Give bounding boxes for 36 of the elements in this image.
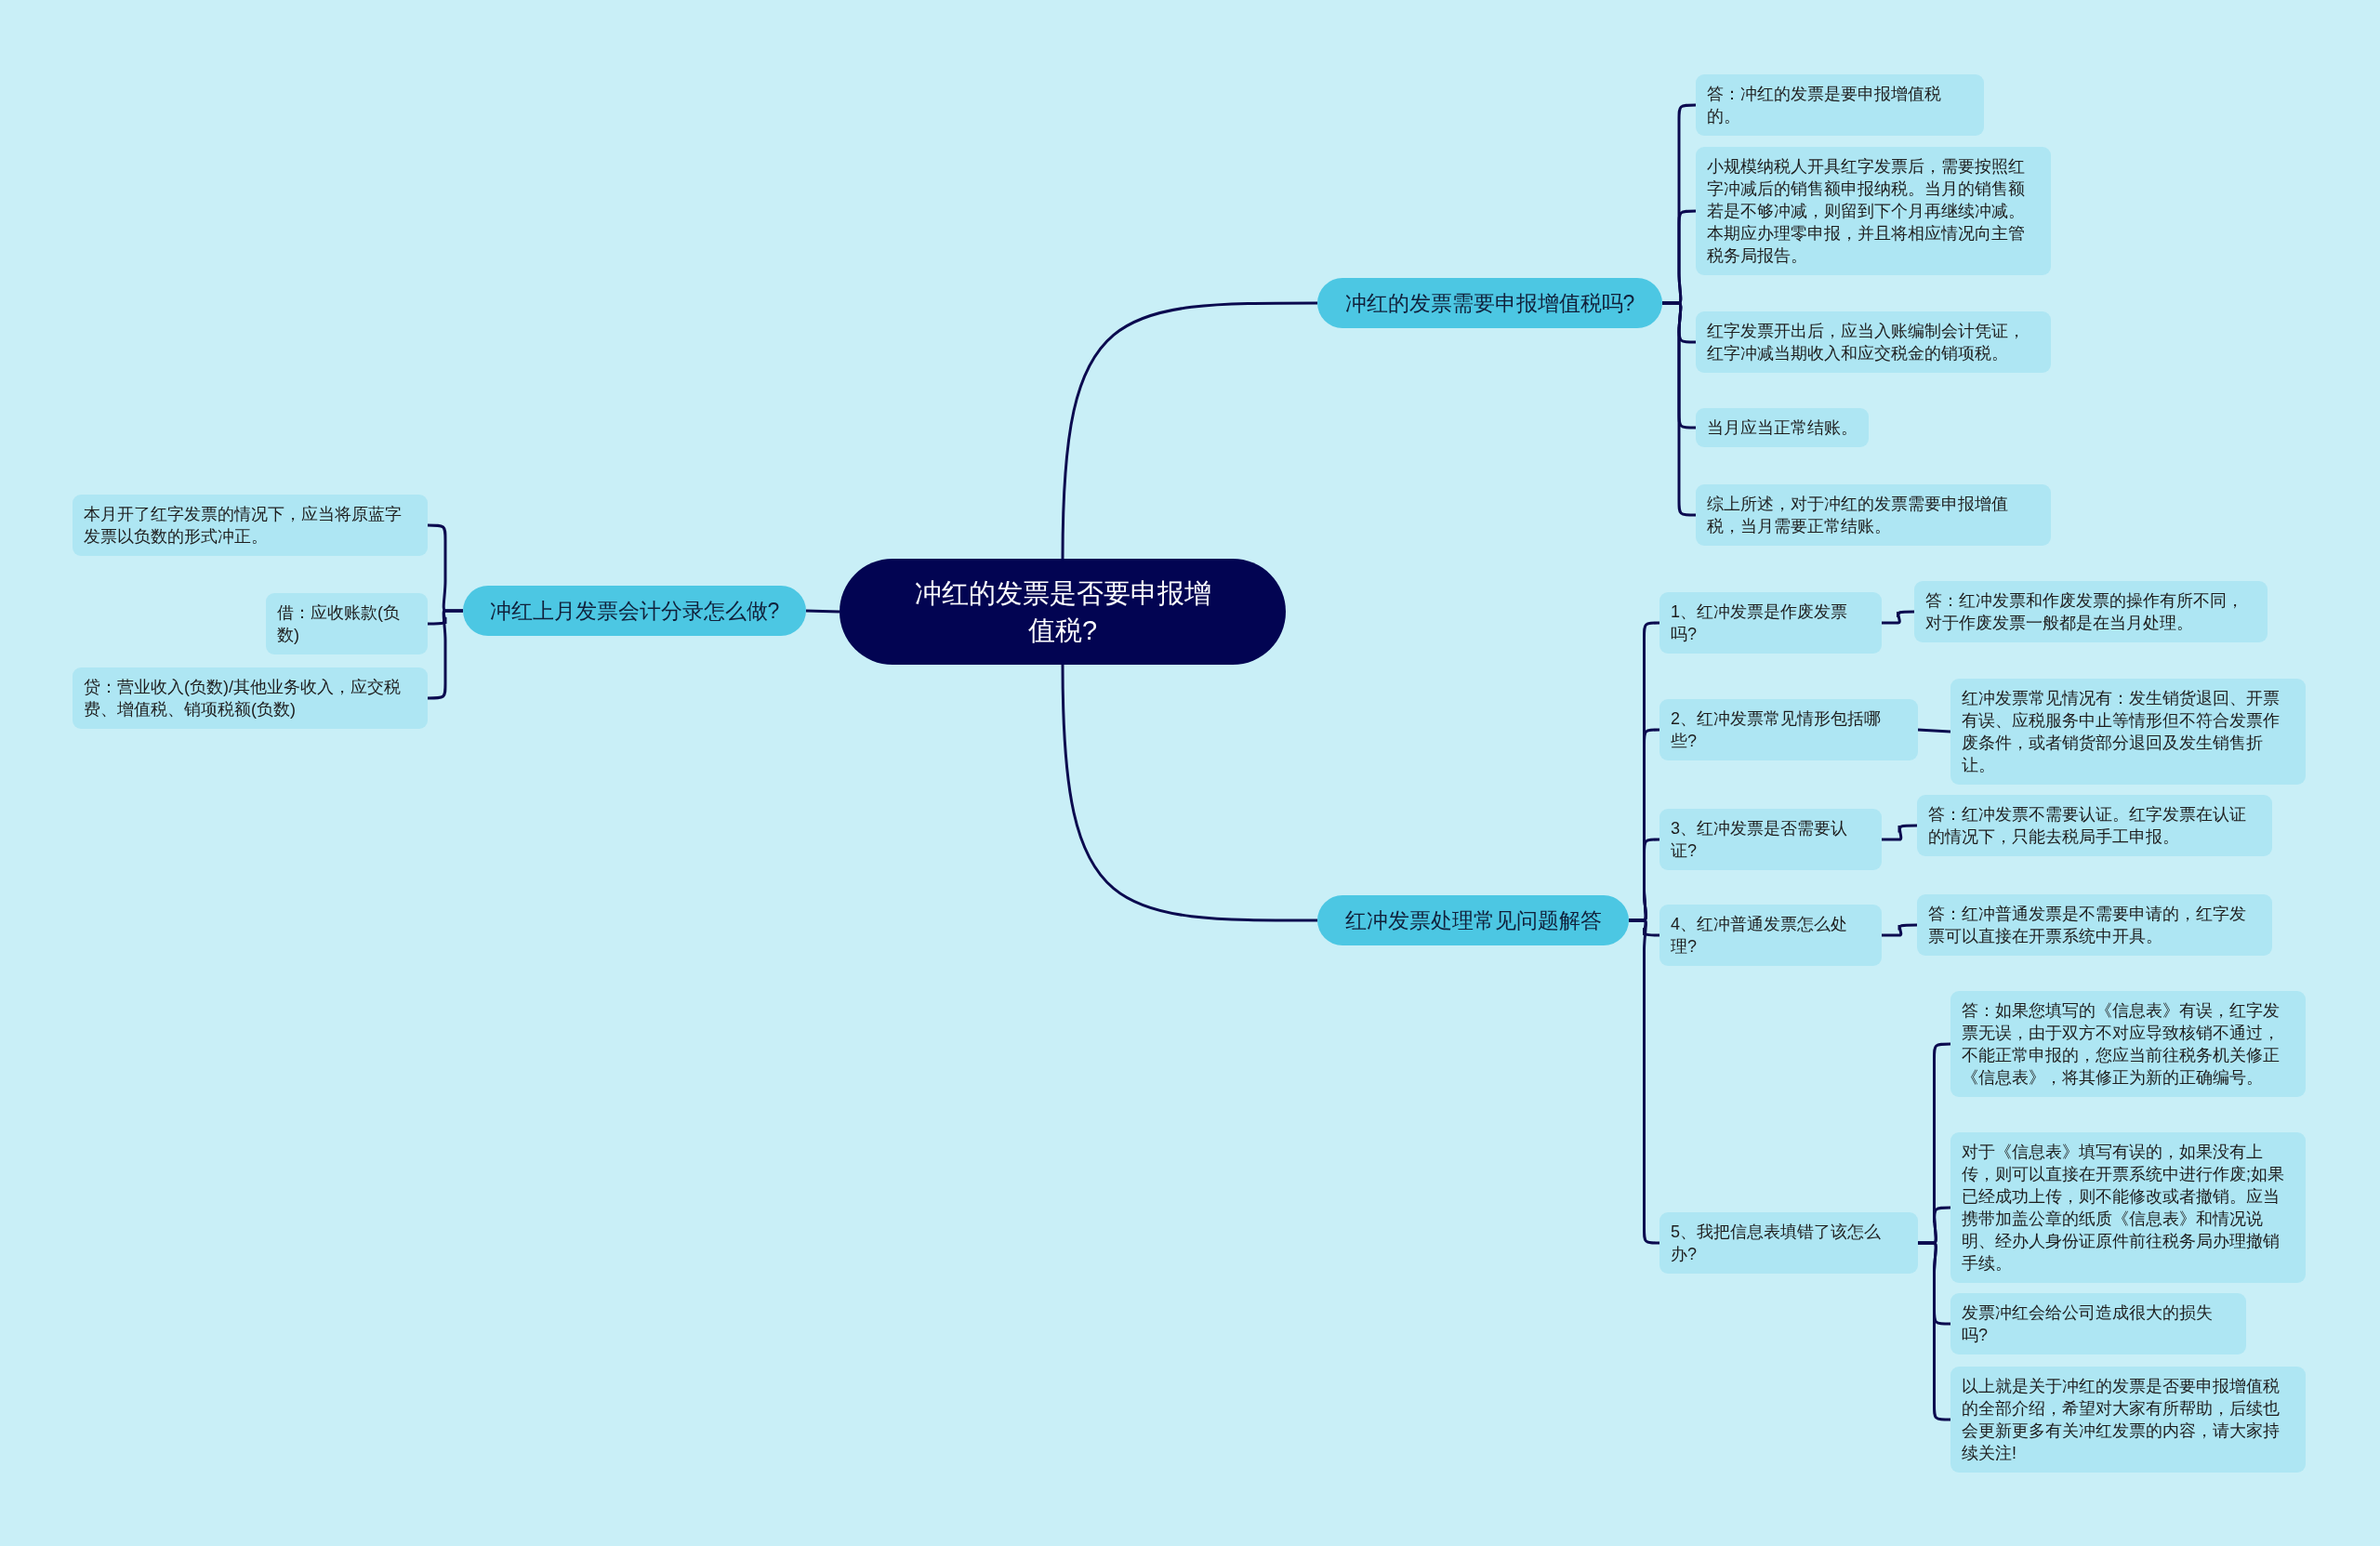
subtopic-box: 当月应当正常结账。 — [1696, 408, 1869, 447]
subtopic-box: 3、红冲发票是否需要认证? — [1659, 809, 1882, 870]
subtopic-box: 红字发票开出后，应当入账编制会计凭证，红字冲减当期收入和应交税金的销项税。 — [1696, 311, 2051, 373]
subtopic-box: 1、红冲发票是作废发票吗? — [1659, 592, 1882, 654]
connector-line — [1918, 1241, 1950, 1421]
subtopic-box: 小规模纳税人开具红字发票后，需要按照红字冲减后的销售额申报纳税。当月的销售额若是不够冲减，则留到下个月再继续冲减。本期应办理零申报，并且将相应情况向主管税务局报告。 — [1696, 147, 2051, 275]
subtopic-box: 5、我把信息表填错了该怎么办? — [1659, 1212, 1918, 1274]
connector-line — [1629, 918, 1659, 1245]
subtopic-box: 红冲发票常见情况有：发生销货退回、开票有误、应税服务中止等情形但不符合发票作废条件，或者销货部分退回及发生销售折让。 — [1950, 679, 2306, 785]
subtopic-box: 答：红冲普通发票是不需要申请的，红字发票可以直接在开票系统中开具。 — [1917, 894, 2272, 956]
connector-line — [1882, 923, 1917, 937]
connector-line — [428, 609, 463, 700]
subtopic-box: 答：红冲发票和作废发票的操作有所不同，对于作废发票一般都是在当月处理。 — [1914, 581, 2268, 642]
connector-line — [1662, 301, 1696, 517]
connector-line — [1061, 301, 1317, 560]
subtopic-box: 2、红冲发票常见情形包括哪些? — [1659, 699, 1918, 760]
subtopic-box: 答：如果您填写的《信息表》有误，红字发票无误，由于双方不对应导致核销不通过，不能正常申报的，您应当前往税务机关修正《信息表》，将其修正为新的正确编号。 — [1950, 991, 2306, 1097]
subtopic-box: 贷：营业收入(负数)/其他业务收入，应交税费、增值税、销项税额(负数) — [73, 667, 428, 729]
connector-line — [1061, 664, 1317, 922]
subtopic-box: 4、红冲普通发票怎么处理? — [1659, 905, 1882, 966]
topic-box: 冲红的发票需要申报增值税吗? — [1317, 278, 1662, 328]
subtopic-box: 答：冲红的发票是要申报增值税的。 — [1696, 74, 1984, 136]
topic-box: 红冲发票处理常见问题解答 — [1317, 895, 1629, 945]
subtopic-box: 答：红冲发票不需要认证。红字发票在认证的情况下，只能去税局手工申报。 — [1917, 795, 2272, 856]
subtopic-box: 以上就是关于冲红的发票是否要申报增值税的全部介绍，希望对大家有所帮助，后续也会更新更多有关冲红发票的内容，请大家持续关注! — [1950, 1367, 2306, 1473]
connector-line — [1882, 610, 1914, 625]
connector-line — [805, 609, 840, 614]
topic-box: 冲红上月发票会计分录怎么做? — [463, 586, 806, 636]
subtopic-box: 借：应收账款(负数) — [266, 593, 428, 654]
subtopic-box: 本月开了红字发票的情况下，应当将原蓝字发票以负数的形式冲正。 — [73, 495, 428, 556]
subtopic-box: 发票冲红会给公司造成很大的损失吗? — [1950, 1293, 2246, 1354]
central-topic: 冲红的发票是否要申报增值税? — [840, 559, 1286, 665]
subtopic-box: 对于《信息表》填写有误的，如果没有上传，则可以直接在开票系统中进行作废;如果已经成功上传，则不能修改或者撤销。应当携带加盖公章的纸质《信息表》和情况说明、经办人身份证原件前往税务局办理撤销手续。 — [1950, 1132, 2306, 1283]
connector-line — [1917, 728, 1951, 733]
subtopic-box: 综上所述，对于冲红的发票需要申报增值税，当月需要正常结账。 — [1696, 484, 2051, 546]
connector-line — [1882, 824, 1917, 841]
